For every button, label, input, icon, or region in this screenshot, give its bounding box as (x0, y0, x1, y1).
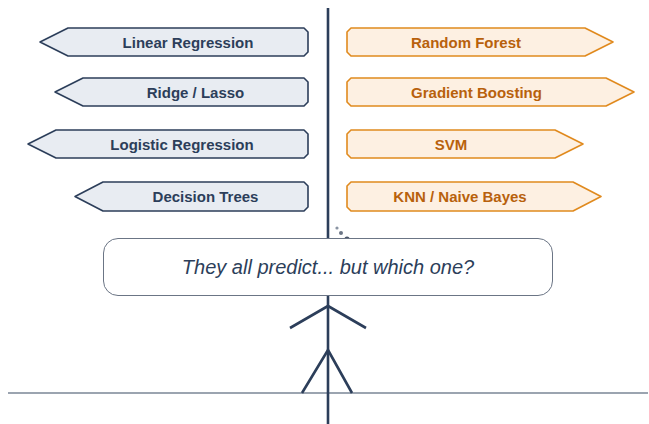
sign-outline (55, 78, 308, 106)
direction-sign: KNN / Naive Bayes (347, 182, 601, 211)
sign-label: Random Forest (411, 34, 521, 51)
sign-outline (40, 28, 308, 56)
direction-sign: Gradient Boosting (347, 78, 634, 106)
sign-label: Gradient Boosting (411, 84, 542, 101)
sign-outline (347, 130, 583, 158)
sign-label: Linear Regression (123, 34, 254, 51)
direction-sign: Random Forest (347, 28, 613, 56)
sign-outline (28, 130, 308, 158)
sign-label: Logistic Regression (110, 136, 253, 153)
sign-outline (75, 182, 308, 211)
direction-sign: Ridge / Lasso (55, 78, 308, 106)
sign-label: Decision Trees (153, 188, 259, 205)
sign-pole (327, 8, 330, 424)
thought-dot (339, 231, 343, 235)
figure-arms (290, 306, 366, 328)
thought-dot (335, 226, 338, 229)
direction-sign: Linear Regression (40, 28, 308, 56)
speech-text: They all predict... but which one? (182, 256, 474, 279)
direction-sign: Logistic Regression (28, 130, 308, 158)
sign-outline (347, 78, 634, 106)
sign-outline (347, 182, 601, 211)
sign-label: SVM (435, 136, 468, 153)
sign-outline (347, 28, 613, 56)
sign-label: KNN / Naive Bayes (393, 188, 526, 205)
direction-sign: SVM (347, 130, 583, 158)
sign-label: Ridge / Lasso (147, 84, 245, 101)
speech-bubble: They all predict... but which one? (103, 238, 553, 296)
direction-sign: Decision Trees (75, 182, 308, 211)
figure-legs (302, 350, 352, 393)
